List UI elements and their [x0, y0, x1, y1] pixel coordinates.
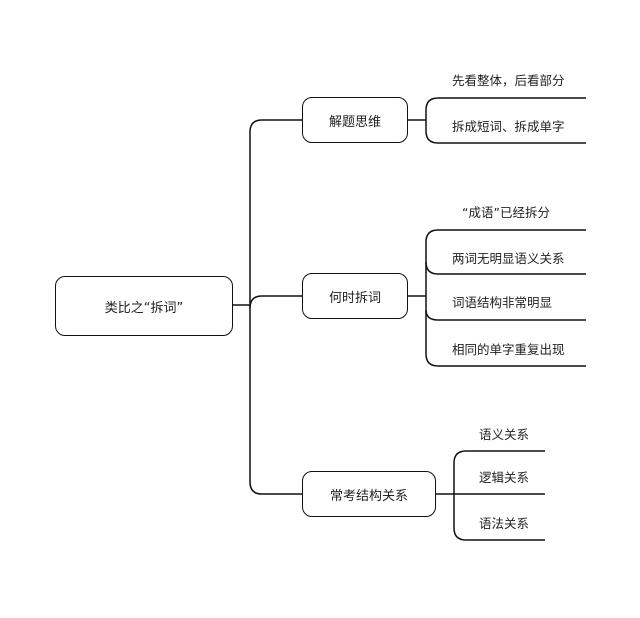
- leaf-2-4: 相同的单字重复出现: [452, 342, 565, 357]
- branch-node-2: 何时拆词: [302, 273, 408, 319]
- leaf-1-2: 拆成短词、拆成单字: [452, 119, 565, 134]
- branch-node-label: 常考结构关系: [329, 488, 408, 504]
- branch-node-label: 解题思维: [328, 114, 381, 130]
- connector-b2-mid1: [425, 261, 586, 275]
- leaf-1-1: 先看整体，后看部分: [452, 73, 565, 88]
- connector-b2-mid2: [425, 309, 586, 321]
- connector-trunk-mid: [249, 295, 302, 309]
- branch-node-1: 解题思维: [302, 97, 408, 143]
- connector-trunk: [249, 119, 302, 495]
- leaf-3-1: 语义关系: [479, 427, 530, 442]
- leaf-2-2: 两词无明显语义关系: [452, 251, 565, 266]
- leaf-2-1: “成语”已经拆分: [462, 205, 550, 220]
- connector-b3-spine: [453, 450, 545, 541]
- leaf-2-3: 词语结构非常明显: [452, 295, 553, 310]
- root-node-label: 类比之“拆词”: [104, 300, 184, 316]
- connector-b2-spine: [425, 229, 586, 367]
- leaf-3-2: 逻辑关系: [479, 470, 530, 485]
- branch-node-label: 何时拆词: [328, 290, 381, 306]
- root-node: 类比之“拆词”: [55, 276, 233, 336]
- branch-node-3: 常考结构关系: [302, 471, 436, 517]
- leaf-3-3: 语法关系: [479, 516, 530, 531]
- connector-b1-spine: [425, 97, 586, 144]
